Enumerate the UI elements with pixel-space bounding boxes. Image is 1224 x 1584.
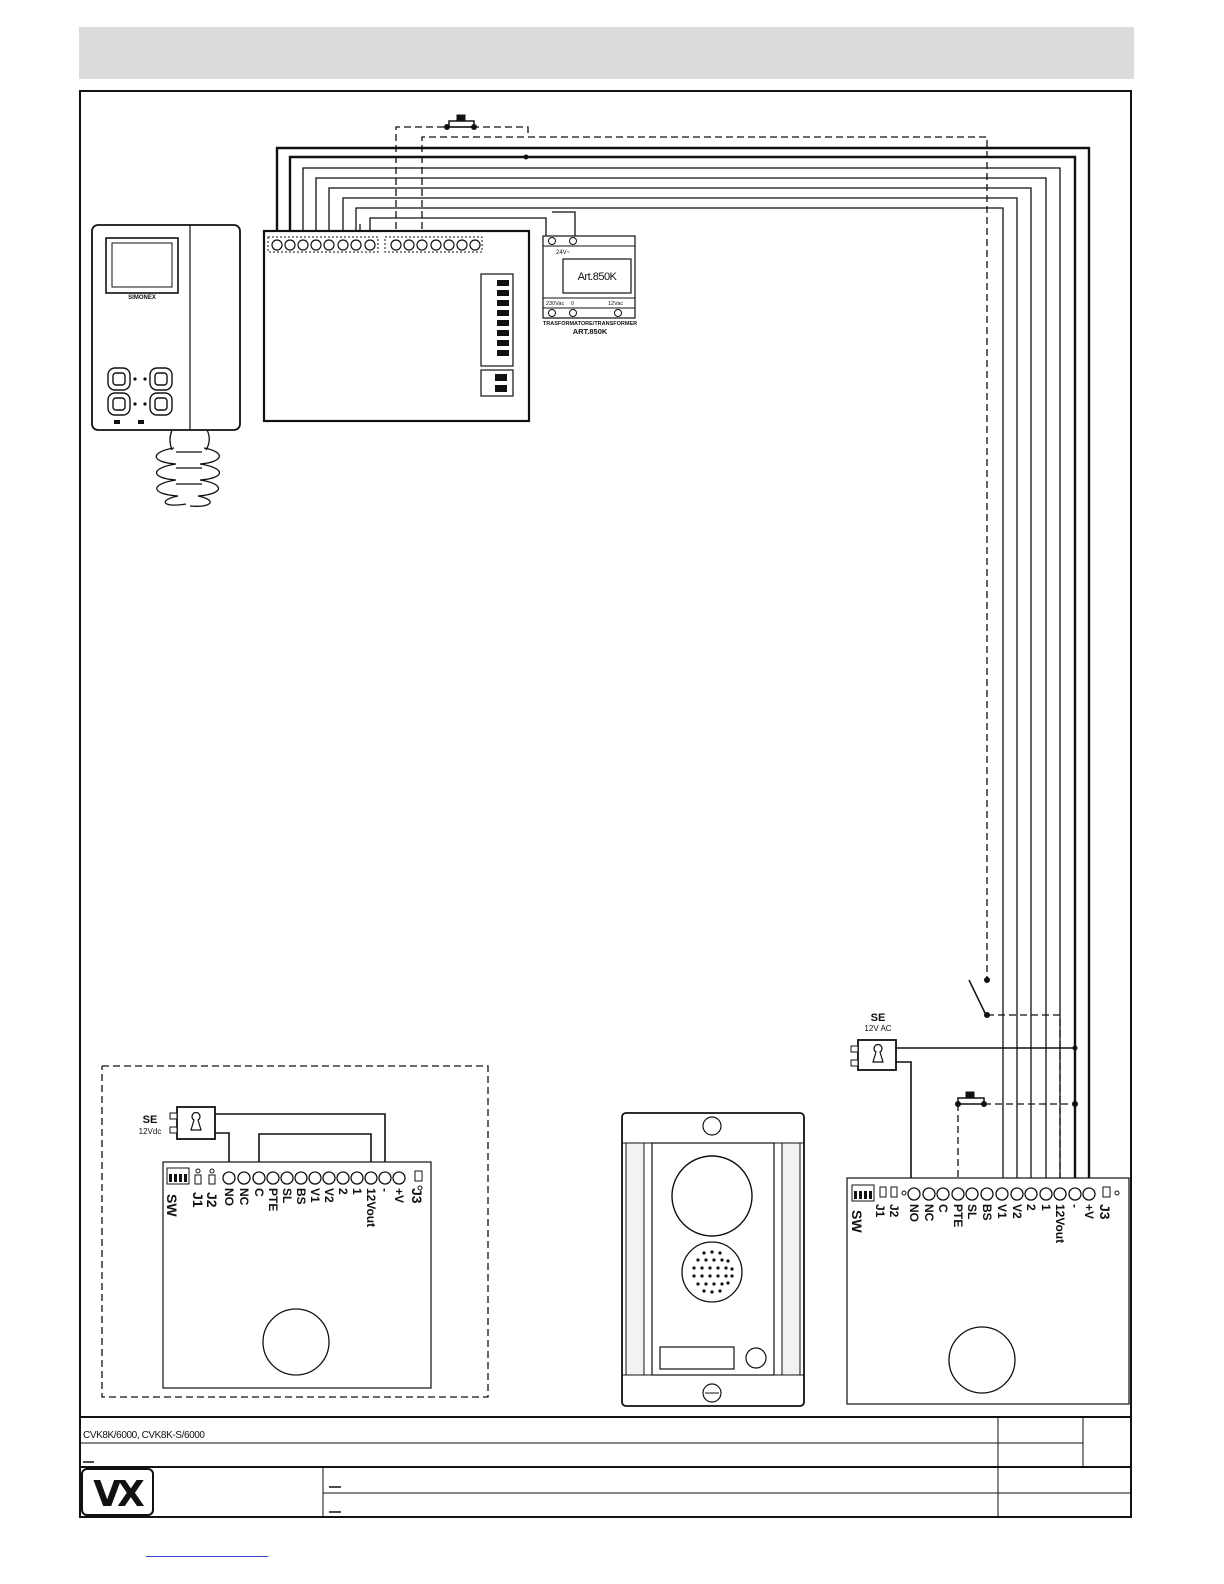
alt-jumper-label-j2: J2 xyxy=(204,1192,220,1208)
terminal-label-v2: V2 xyxy=(1010,1204,1024,1219)
jumper-label-j1: J1 xyxy=(873,1204,887,1218)
alt-jumper-label-j1: J1 xyxy=(190,1192,206,1208)
call-button xyxy=(746,1348,766,1368)
terminal-label-1: 1 xyxy=(1039,1204,1053,1211)
alt-terminal-label-12vout: 12Vout xyxy=(364,1188,378,1227)
pushbutton-top xyxy=(445,115,477,130)
transformer-model-label: Art.850K xyxy=(578,271,618,283)
terminal-label-c: C xyxy=(936,1204,950,1213)
terminal-label-sl: SL xyxy=(965,1204,979,1219)
terminal-label-bs: BS xyxy=(980,1204,994,1221)
jumper-label-j3: J3 xyxy=(1097,1204,1113,1220)
alt-terminal-label-minus: - xyxy=(378,1188,392,1192)
alt-terminal-label-plus-v: +V xyxy=(392,1188,406,1203)
alt-terminal-label-c: C xyxy=(252,1188,266,1197)
terminal-label-12vout: 12Vout xyxy=(1053,1204,1067,1243)
lock-alt-label: SE xyxy=(143,1114,158,1126)
transformer-24v-label: 24V~ xyxy=(556,250,571,256)
distributor-module xyxy=(264,231,529,421)
alt-terminal-label-v1: V1 xyxy=(308,1188,322,1203)
videophone-monitor: SIMONEX xyxy=(92,225,240,506)
lock-alt-sublabel: 12Vdc xyxy=(139,1127,162,1136)
transformer-230vac-label: 230Vac xyxy=(546,301,564,307)
lock-main-sublabel: 12V AC xyxy=(864,1024,891,1033)
door-panel-board-right: NO NC C PTE SL BS V1 V2 2 1 12Vout - +V … xyxy=(847,1178,1129,1404)
alt-terminal-label-v2: V2 xyxy=(322,1188,336,1203)
jumper-label-j2: J2 xyxy=(887,1204,901,1218)
monitor-brand: SIMONEX xyxy=(128,295,156,301)
alt-jumper-label-j3: J3 xyxy=(409,1188,425,1204)
terminal-label-nc: NC xyxy=(922,1204,936,1222)
terminal-label-no: NO xyxy=(907,1204,921,1222)
logo-text: VX xyxy=(93,1474,145,1515)
vx-logo: VX xyxy=(82,1469,153,1515)
transformer-12vac-label: 12Vac xyxy=(608,301,623,307)
transformer-caption-2: ART.850K xyxy=(573,327,608,336)
door-panel-front xyxy=(622,1113,804,1406)
terminal-label-v1: V1 xyxy=(995,1204,1009,1219)
door-switch xyxy=(969,978,990,1018)
terminal-label-2: 2 xyxy=(1024,1204,1038,1211)
transformer-art850k: 24V~ Art.850K 230Vac 0 12Vac TRASFORMATO… xyxy=(543,236,637,336)
door-panel-board-alt: SE 12Vdc NO NC C PTE xyxy=(139,1107,431,1388)
switch-label-sw: SW xyxy=(849,1210,865,1233)
handset-cord xyxy=(156,430,219,506)
alt-terminal-label-no: NO xyxy=(222,1188,236,1206)
terminal-label-pte: PTE xyxy=(951,1204,965,1227)
transformer-0-label: 0 xyxy=(571,301,574,307)
terminal-label-minus: - xyxy=(1068,1204,1082,1208)
alt-terminal-label-nc: NC xyxy=(237,1188,251,1206)
terminal-label-plus-v: +V xyxy=(1082,1204,1096,1219)
alt-terminal-label-2: 2 xyxy=(336,1188,350,1195)
electric-lock-main: SE 12V AC xyxy=(851,1012,1078,1188)
title-block xyxy=(80,1417,1131,1517)
alt-terminal-label-bs: BS xyxy=(294,1188,308,1205)
lock-main-label: SE xyxy=(871,1012,886,1024)
alt-terminal-label-pte: PTE xyxy=(266,1188,280,1211)
alt-terminal-label-1: 1 xyxy=(350,1188,364,1195)
alt-switch-label-sw: SW xyxy=(164,1194,180,1217)
footer-link-underline xyxy=(146,1556,268,1557)
alt-terminal-label-sl: SL xyxy=(280,1188,294,1203)
title-block-models: CVK8K/6000, CVK8K-S/6000 xyxy=(83,1430,205,1441)
